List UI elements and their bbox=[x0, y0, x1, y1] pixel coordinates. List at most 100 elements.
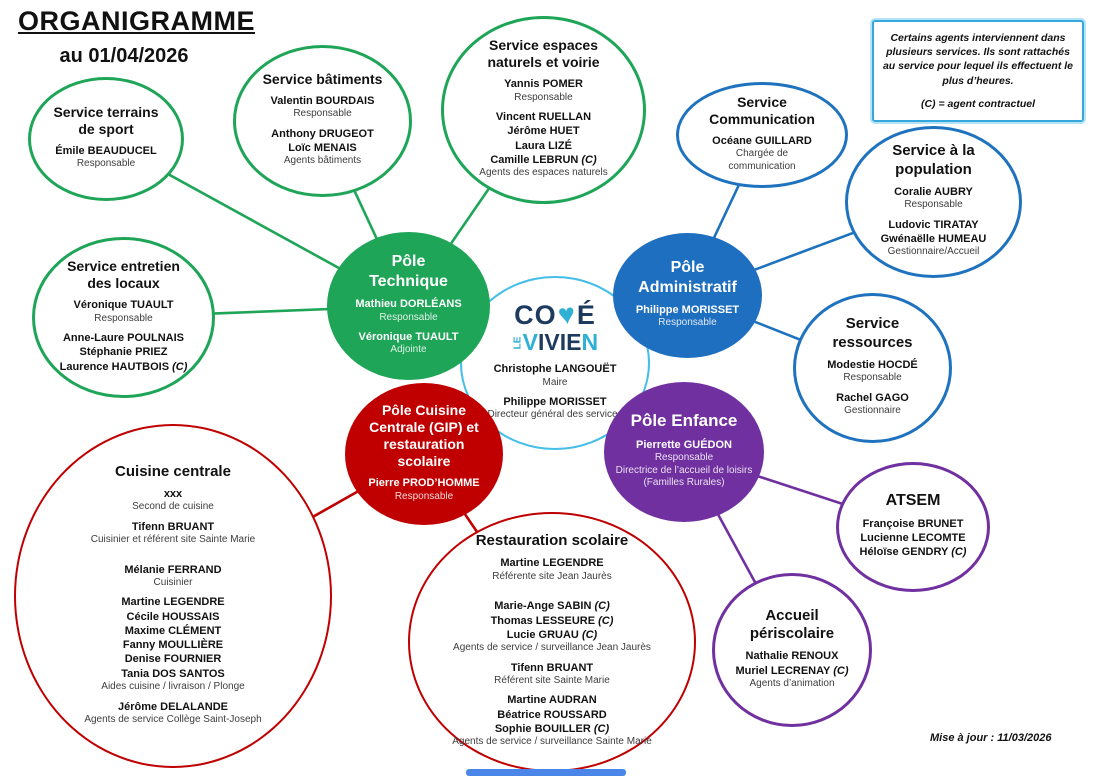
staff-role: Responsable bbox=[843, 372, 902, 384]
staff-name: Camille LEBRUN (C) bbox=[490, 154, 597, 167]
staff-names: Valentin BOURDAIS bbox=[271, 94, 375, 108]
staff-names: Modestie HOCDÉ bbox=[827, 358, 917, 372]
staff-name: Émile BEAUDUCEL bbox=[55, 145, 157, 158]
staff-name: Valentin BOURDAIS bbox=[270, 95, 375, 108]
staff-names: Yannis POMER bbox=[504, 77, 583, 91]
staff-name: Nathalie RENOUX bbox=[745, 650, 839, 663]
logo-text-n: N bbox=[581, 329, 599, 356]
staff-names: Mathieu DORLÉANS bbox=[355, 297, 461, 311]
circle-title: ATSEM bbox=[885, 492, 941, 510]
staff-role: Responsable bbox=[293, 108, 352, 120]
staff-name: Sophie BOUILLER (C) bbox=[494, 723, 610, 736]
staff-name: Martine LEGENDRE bbox=[121, 596, 225, 609]
staff-name: Mathieu DORLÉANS bbox=[355, 298, 462, 311]
staff-name: Stéphanie PRIEZ bbox=[79, 346, 168, 359]
circle-title: Service Communication bbox=[709, 93, 815, 127]
staff-names: Tifenn BRUANT bbox=[494, 661, 610, 675]
staff-role: Agents de service / surveillance Sainte … bbox=[452, 736, 652, 748]
circle-pole-cuisine: Pôle Cuisine Centrale (GIP) et restaurat… bbox=[345, 383, 503, 525]
staff-name: Véronique TUAULT bbox=[358, 331, 459, 344]
staff-role: Responsable bbox=[94, 312, 153, 324]
staff-names: Véronique TUAULT bbox=[73, 298, 173, 312]
staff-role: Agents de service Collège Saint-Joseph bbox=[84, 713, 262, 725]
staff-name: Marie-Ange SABIN (C) bbox=[494, 600, 610, 613]
staff-role: Agents des espaces naturels bbox=[479, 167, 608, 179]
staff-name: Lucienne LECOMTE bbox=[860, 532, 966, 545]
staff-name: Mélanie FERRAND bbox=[124, 563, 222, 576]
circle-title: Accueil périscolaire bbox=[749, 606, 835, 642]
staff-role: Responsable bbox=[904, 199, 963, 211]
staff-name: Muriel LECRENAY (C) bbox=[735, 664, 849, 677]
circle-service-terrains-de-sport: Service terrains de sport Émile BEAUDUCE… bbox=[28, 77, 184, 201]
note-box: Certains agents interviennent dans plusi… bbox=[872, 20, 1084, 122]
circle-title: Service ressources bbox=[832, 315, 913, 351]
staff-names: Christophe LANGOUËT bbox=[494, 362, 617, 376]
circle-title: Service entretien des locaux bbox=[67, 258, 180, 292]
staff-name: Gwénaëlle HUMEAU bbox=[880, 232, 987, 245]
staff-name: Jérôme DELALANDE bbox=[117, 700, 228, 713]
circle-title: Service bâtiments bbox=[262, 71, 383, 88]
staff-names: Émile BEAUDUCEL bbox=[55, 144, 156, 158]
staff-name: Véronique TUAULT bbox=[73, 299, 174, 312]
staff-role: Responsable bbox=[658, 317, 717, 329]
staff-role: Référent site Sainte Marie bbox=[494, 674, 610, 686]
staff-name: Tania DOS SANTOS bbox=[121, 667, 225, 680]
staff-role: Adjointe bbox=[390, 344, 427, 356]
staff-role: Responsable bbox=[76, 158, 136, 170]
circle-title: Pôle Enfance bbox=[630, 411, 738, 431]
staff-name: Tifenn BRUANT bbox=[131, 520, 215, 533]
circle-title: Pôle Administratif bbox=[638, 259, 737, 296]
staff-role: Référente site Jean Jaurès bbox=[492, 570, 612, 582]
staff-names: Pierre PROD’HOMME bbox=[368, 476, 479, 490]
staff-entry: Marie-Ange SABIN (C)Thomas LESSEURE (C)L… bbox=[453, 599, 651, 654]
staff-name: Héloïse GENDRY (C) bbox=[859, 546, 967, 559]
logo-text-ivie: IVIE bbox=[538, 329, 582, 356]
staff-role: Second de cuisine bbox=[132, 501, 214, 513]
staff-role: Agents bâtiments bbox=[283, 155, 362, 167]
staff-role: Responsable bbox=[394, 490, 454, 502]
title-organigramme: ORGANIGRAMME bbox=[18, 6, 255, 36]
staff-name: Océane GUILLARD bbox=[712, 134, 812, 147]
circle-title: Service à la population bbox=[892, 142, 975, 178]
staff-names: Martine LEGENDRE bbox=[492, 556, 612, 570]
staff-name: Martine LEGENDRE bbox=[500, 557, 604, 570]
staff-names: Océane GUILLARD bbox=[712, 134, 812, 148]
staff-role: Agents de service / surveillance Jean Ja… bbox=[453, 642, 651, 654]
staff-name: Anthony DRUGEOT bbox=[271, 127, 374, 140]
circle-title: Service terrains de sport bbox=[53, 104, 159, 138]
staff-name: Anne-Laure POULNAIS bbox=[62, 332, 184, 345]
logo-heart-icon: ♥ bbox=[555, 298, 578, 333]
staff-role: Responsable Directrice de l’accueil de l… bbox=[615, 452, 753, 489]
staff-name: Rachel GAGO bbox=[836, 391, 909, 404]
staff-role: Responsable bbox=[379, 311, 438, 323]
title-date: au 01/04/2026 bbox=[59, 45, 189, 67]
staff-names: Mélanie FERRAND bbox=[124, 563, 221, 577]
staff-role: Aides cuisine / livraison / Plonge bbox=[101, 681, 245, 693]
